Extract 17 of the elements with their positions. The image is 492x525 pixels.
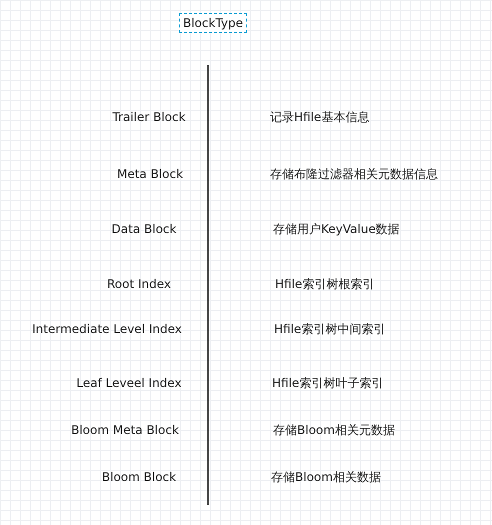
block-description: 记录Hfile基本信息 <box>270 110 370 124</box>
block-description: 存储Bloom相关元数据 <box>273 423 395 437</box>
block-name: Meta Block <box>116 167 184 181</box>
block-description: 存储布隆过滤器相关元数据信息 <box>270 167 438 181</box>
block-name: Bloom Meta Block <box>71 423 179 437</box>
block-name: Leaf Leveel Index <box>76 376 182 390</box>
block-description: 存储Bloom相关数据 <box>271 470 381 484</box>
title-box: BlockType <box>179 13 247 33</box>
block-description: Hfile索引树根索引 <box>275 277 374 291</box>
block-name: Root Index <box>106 277 172 291</box>
block-description: Hfile索引树中间索引 <box>274 322 386 336</box>
block-description: 存储用户KeyValue数据 <box>273 222 400 236</box>
block-name: Data Block <box>112 222 176 236</box>
block-name: Trailer Block <box>112 110 186 124</box>
block-name: Bloom Block <box>102 470 176 484</box>
block-name: Intermediate Level Index <box>32 322 182 336</box>
block-description: Hfile索引树叶子索引 <box>272 376 384 390</box>
